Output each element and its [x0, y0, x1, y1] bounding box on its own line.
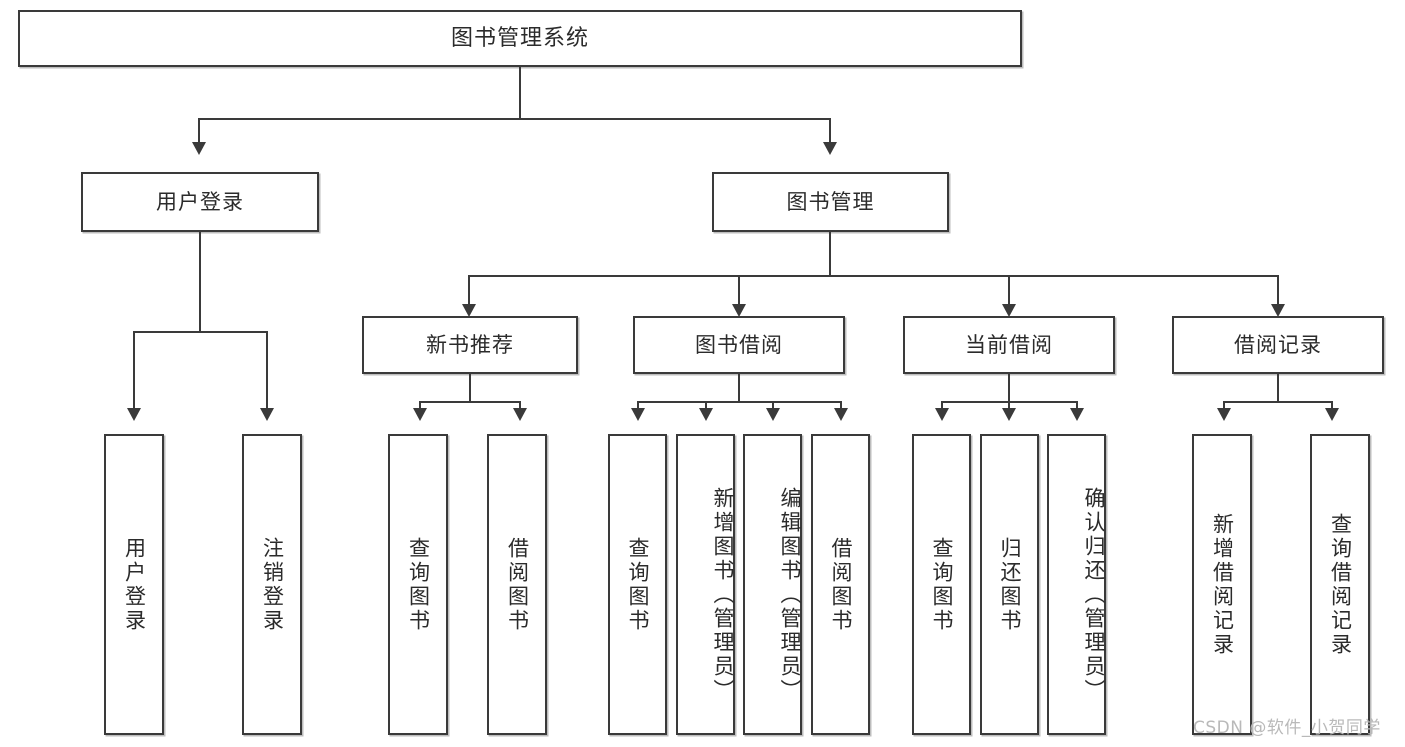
connector-book-borrow-bus [637, 401, 842, 403]
node-label: 图书借阅 [695, 332, 783, 357]
node-current-borrow[interactable]: 当前借阅 [903, 316, 1115, 374]
node-label: 归还图书 [998, 536, 1022, 633]
node-label: 新增借阅记录 [1210, 512, 1235, 657]
arrowhead-nb-borrow-book [513, 408, 527, 421]
arrowhead-new-book [462, 304, 476, 317]
connector-bb-3 [772, 401, 774, 410]
connector-borrow-record-stem [1277, 374, 1279, 402]
connector-book-borrow-stem [738, 374, 740, 402]
arrowhead-bb-borrow-book [834, 408, 848, 421]
connector-new-book-right [519, 401, 521, 410]
arrowhead-borrow-record [1271, 304, 1285, 317]
node-user-login[interactable]: 用户登录 [81, 172, 319, 232]
arrowhead-nb-query-book [413, 408, 427, 421]
leaf-bb-query-book[interactable]: 查询图书 [608, 434, 667, 735]
arrowhead-book-borrow [732, 304, 746, 317]
leaf-bb-edit-book[interactable]: 编辑图书（管理员） [743, 434, 802, 735]
connector-new-book-stem [469, 374, 471, 402]
arrowhead-leaf-logout [260, 408, 274, 421]
node-label: 查询图书 [930, 536, 954, 633]
node-label: 借阅记录 [1234, 332, 1322, 357]
arrowhead-br-add-record [1217, 408, 1231, 421]
leaf-user-login[interactable]: 用户登录 [104, 434, 164, 735]
arrowhead-bb-edit-book [766, 408, 780, 421]
node-label: 查询借阅记录 [1328, 512, 1353, 657]
node-label: 确认归还（管理员） [1082, 486, 1106, 703]
connector-bb-2 [705, 401, 707, 410]
arrowhead-leaf-user-login [127, 408, 141, 421]
node-new-book-recommend[interactable]: 新书推荐 [362, 316, 578, 374]
node-label: 用户登录 [122, 536, 147, 633]
connector-user-login-stem [199, 232, 201, 332]
connector-br-2 [1331, 401, 1333, 410]
connector-book-manage-stem [829, 232, 831, 276]
node-root-system[interactable]: 图书管理系统 [18, 10, 1022, 67]
leaf-nb-query-book[interactable]: 查询图书 [388, 434, 448, 735]
node-label: 新增图书（管理员） [711, 486, 735, 703]
leaf-br-add-record[interactable]: 新增借阅记录 [1192, 434, 1252, 735]
node-label: 查询图书 [406, 536, 431, 633]
node-borrow-record[interactable]: 借阅记录 [1172, 316, 1384, 374]
connector-current-borrow-stem [1008, 374, 1010, 402]
connector-new-book-bus [419, 401, 521, 403]
node-label: 图书管理系统 [450, 25, 589, 51]
leaf-cb-query-book[interactable]: 查询图书 [912, 434, 971, 735]
connector-to-new-book [468, 275, 470, 306]
connector-bb-4 [840, 401, 842, 410]
connector-to-current-borrow [1008, 275, 1010, 306]
arrowhead-cb-confirm-return [1070, 408, 1084, 421]
leaf-logout[interactable]: 注销登录 [242, 434, 302, 735]
connector-root-bus [198, 118, 831, 120]
arrowhead-br-query-record [1325, 408, 1339, 421]
arrowhead-bb-add-book [699, 408, 713, 421]
connector-br-1 [1223, 401, 1225, 410]
leaf-br-query-record[interactable]: 查询借阅记录 [1310, 434, 1370, 735]
node-label: 注销登录 [260, 536, 285, 633]
arrowhead-cb-query-book [935, 408, 949, 421]
leaf-cb-return-book[interactable]: 归还图书 [980, 434, 1039, 735]
connector-user-login-bus [133, 331, 267, 333]
connector-root-stem [519, 67, 521, 118]
arrowhead-user-login [192, 142, 206, 155]
connector-user-login-right [266, 331, 268, 410]
arrowhead-cb-return-book [1002, 408, 1016, 421]
leaf-bb-add-book[interactable]: 新增图书（管理员） [676, 434, 735, 735]
arrowhead-bb-query-book [631, 408, 645, 421]
csdn-watermark: CSDN @软件_小贺同学 [1193, 718, 1381, 738]
node-label: 新书推荐 [426, 332, 514, 357]
leaf-nb-borrow-book[interactable]: 借阅图书 [487, 434, 547, 735]
node-book-management[interactable]: 图书管理 [712, 172, 949, 232]
node-label: 图书管理 [786, 189, 875, 214]
connector-bb-1 [637, 401, 639, 410]
connector-cb-3 [1076, 401, 1078, 410]
leaf-cb-confirm-return[interactable]: 确认归还（管理员） [1047, 434, 1106, 735]
connector-new-book-left [419, 401, 421, 410]
connector-to-user-login [198, 118, 200, 144]
connector-to-book-manage [829, 118, 831, 144]
node-label: 借阅图书 [829, 536, 853, 633]
node-book-borrow[interactable]: 图书借阅 [633, 316, 845, 374]
node-label: 编辑图书（管理员） [778, 486, 802, 703]
node-label: 当前借阅 [965, 332, 1053, 357]
connector-to-borrow-record [1277, 275, 1279, 306]
connector-book-manage-bus [468, 275, 1279, 277]
connector-user-login-left [133, 331, 135, 410]
arrowhead-book-manage [823, 142, 837, 155]
leaf-bb-borrow-book[interactable]: 借阅图书 [811, 434, 870, 735]
arrowhead-current-borrow [1002, 304, 1016, 317]
connector-to-book-borrow [738, 275, 740, 306]
node-label: 查询图书 [626, 536, 650, 633]
node-label: 借阅图书 [505, 536, 530, 633]
connector-cb-2 [1008, 401, 1010, 410]
node-label: 用户登录 [156, 189, 244, 214]
connector-cb-1 [941, 401, 943, 410]
connector-borrow-record-bus [1223, 401, 1333, 403]
